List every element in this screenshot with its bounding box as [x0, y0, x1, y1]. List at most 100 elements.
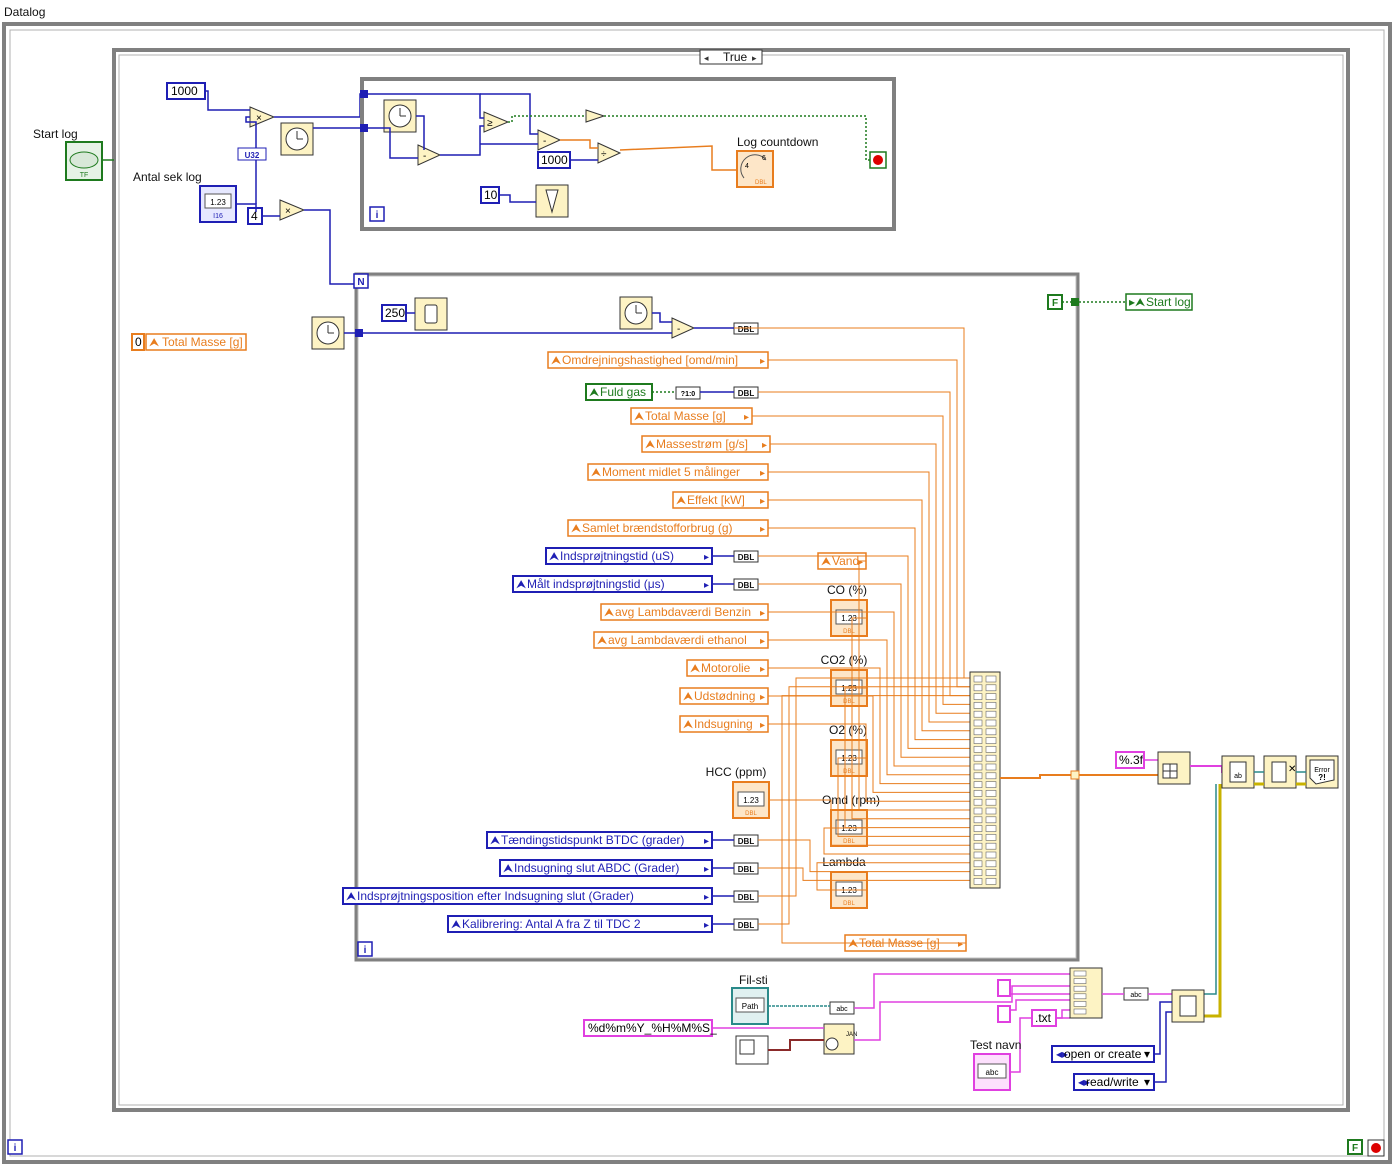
array-to-spreadsheet-node[interactable] [1157, 751, 1191, 785]
svg-text:i: i [376, 210, 379, 221]
dbl-node-4[interactable]: DBL [733, 834, 759, 847]
indicator-label-3: HCC (ppm) [706, 765, 767, 779]
blue-local-2[interactable]: ⮝Tændingstidspunkt BTDC (grader)▸ [486, 831, 713, 849]
concatenate-strings-node[interactable] [1069, 967, 1103, 1019]
svg-text:▸: ▸ [760, 720, 765, 731]
blue-local-5[interactable]: ⮝Kalibrering: Antal A fra Z til TDC 2▸ [447, 915, 713, 933]
write-text-file-node[interactable]: ab [1221, 755, 1255, 789]
orange-local-10[interactable]: ⮝Indsugning▸ [679, 715, 769, 733]
svg-text:?1:0: ?1:0 [681, 391, 696, 398]
build-array-node[interactable] [969, 671, 1001, 889]
string-to-path-node[interactable]: abc [1123, 987, 1149, 1001]
start-log-local[interactable]: ▸⮝ Start log [1125, 293, 1193, 311]
spreadsheet-wire [1190, 765, 1224, 773]
const-250[interactable]: 250 [381, 304, 407, 322]
path-to-string-node[interactable]: abc [829, 1001, 855, 1015]
case-selector[interactable]: ◂ ▸ True [699, 49, 763, 65]
start-log-control[interactable]: TF [65, 141, 103, 181]
simple-error-handler-node[interactable]: Error ?! [1305, 755, 1339, 789]
bus-wire-22 [758, 839, 974, 873]
bus-wire-26 [781, 695, 974, 944]
multiply-node[interactable]: × [249, 106, 276, 128]
not-node[interactable] [585, 109, 606, 123]
tick-count-2[interactable] [383, 99, 417, 133]
orange-local-5[interactable]: ⮝Samlet brændstofforbrug (g)▸ [567, 519, 769, 537]
blue-local-0[interactable]: ⮝Indsprøjtningstid (uS)▸ [545, 547, 713, 565]
dbl-node-2[interactable]: DBL [733, 550, 759, 563]
fuld-gas-local[interactable]: ⮝ Fuld gas [585, 383, 653, 401]
orange-local-3[interactable]: ⮝Moment midlet 5 målinger▸ [587, 463, 769, 481]
const-1000-b[interactable]: 1000 [537, 151, 571, 169]
enum-read-write[interactable]: ◂▸ read/write ▾ [1073, 1073, 1155, 1091]
fil-sti-label: Fil-sti [739, 973, 768, 987]
orange-local-6[interactable]: ⮝avg Lambdaværdi Benzin▸ [600, 603, 769, 621]
orange-local-7[interactable]: ⮝avg Lambdaværdi ethanol▸ [593, 631, 769, 649]
multiply-node-2[interactable]: × [279, 199, 306, 221]
svg-text:-: - [677, 324, 680, 335]
dbl-node-7[interactable]: DBL [733, 918, 759, 931]
svg-text:⮝: ⮝ [591, 465, 601, 479]
bus-wire-12 [768, 667, 974, 785]
svg-text:.txt: .txt [1035, 1011, 1052, 1025]
const-10[interactable]: 10 [480, 186, 500, 204]
string-separator-const-2[interactable] [997, 1005, 1011, 1023]
enum-open-or-create[interactable]: ◂▸ open or create ▾ [1051, 1045, 1155, 1063]
orange-local-label-11: Vand [832, 554, 859, 568]
const-4[interactable]: 4 [247, 207, 263, 225]
divide-node[interactable]: ÷ [597, 142, 622, 164]
orange-local-4[interactable]: ⮝Effekt [kW]▸ [672, 491, 769, 509]
get-date-time-node[interactable] [735, 1035, 769, 1065]
svg-text:JAN: JAN [846, 1032, 857, 1038]
orange-local-2[interactable]: ⮝Massestrøm [g/s]▸ [641, 435, 771, 453]
fil-sti-control[interactable]: Path [731, 987, 769, 1025]
outer-false-constant[interactable]: F [1347, 1139, 1363, 1155]
orange-local-8[interactable]: ⮝Motorolie▸ [686, 659, 769, 677]
open-create-file-node[interactable] [1171, 989, 1205, 1023]
subtract-node-1[interactable]: - [417, 144, 442, 166]
date-format-const[interactable]: %d%m%Y_%H%M%S_ [583, 1019, 717, 1037]
tick-count-3[interactable] [311, 316, 345, 350]
format-string-const[interactable]: %.3f [1115, 751, 1145, 769]
tick-count-1[interactable] [280, 122, 314, 156]
false-constant[interactable]: F [1047, 294, 1063, 310]
wait-ms-node[interactable] [535, 184, 569, 218]
bool-to-number[interactable]: ?1:0 [675, 386, 701, 400]
dbl-node-3[interactable]: DBL [733, 578, 759, 591]
txt-const[interactable]: .txt [1031, 1009, 1057, 1027]
svg-text:⮝: ⮝ [346, 889, 356, 903]
blue-local-4[interactable]: ⮝Indsprøjtningsposition efter Indsugning… [342, 887, 713, 905]
svg-text:U32: U32 [245, 151, 260, 160]
close-file-node[interactable]: ✕ [1263, 755, 1297, 789]
total-masse-local-outside[interactable]: ⮝ Total Masse [g] [145, 333, 247, 351]
antal-sek-log-control[interactable]: 1.23 I16 [199, 185, 237, 223]
svg-text:1000: 1000 [541, 153, 568, 167]
svg-text:▸: ▸ [760, 692, 765, 703]
array-tunnel [1070, 770, 1080, 780]
test-navn-control[interactable]: abc [973, 1053, 1011, 1091]
subtract-node-3[interactable]: - [671, 317, 696, 339]
const-1000[interactable]: 1000 [166, 82, 206, 100]
blue-local-1[interactable]: ⮝Målt indsprøjtningstid (μs)▸ [512, 575, 713, 593]
dbl-node-5[interactable]: DBL [733, 862, 759, 875]
greater-equal-node[interactable]: ≥ [483, 111, 510, 133]
const-0[interactable]: 0 [131, 333, 145, 351]
u32-conversion[interactable]: U32 [237, 147, 267, 161]
subtract-node-2[interactable]: - [537, 129, 562, 151]
orange-local-1[interactable]: ⮝Total Masse [g]▸ [630, 407, 753, 425]
countdown-stop-terminal[interactable] [869, 151, 887, 169]
dbl-node-6[interactable]: DBL [733, 890, 759, 903]
tick-count-4[interactable] [619, 296, 653, 330]
dbl-node-1[interactable]: DBL [733, 386, 759, 399]
orange-local-11[interactable]: ⮝Vand▸ [817, 552, 867, 570]
wait-until-next-ms[interactable] [414, 297, 448, 331]
svg-text:Error: Error [1314, 767, 1330, 774]
orange-local-0[interactable]: ⮝Omdrejningshastighed [omd/min]▸ [547, 351, 769, 369]
outer-loop-stop-terminal[interactable] [1367, 1139, 1385, 1157]
orange-local-label-8: Motorolie [701, 661, 751, 675]
string-separator-const-1[interactable] [997, 979, 1011, 997]
orange-local-9[interactable]: ⮝Udstødning▸ [679, 687, 769, 705]
svg-text:▸: ▸ [760, 524, 765, 535]
svg-text:⮝: ⮝ [634, 409, 644, 423]
format-date-time-node[interactable]: JAN [823, 1023, 857, 1055]
blue-local-3[interactable]: ⮝Indsugning slut ABDC (Grader)▸ [499, 859, 713, 877]
